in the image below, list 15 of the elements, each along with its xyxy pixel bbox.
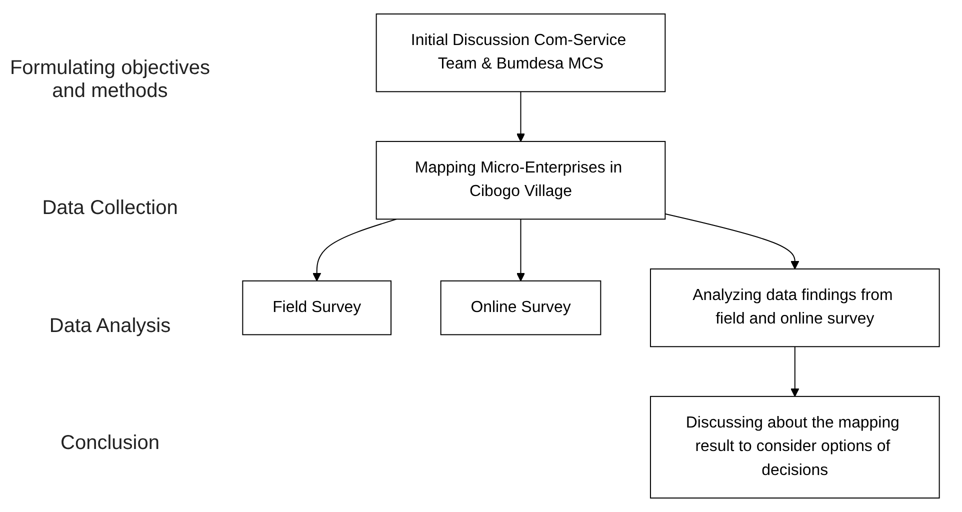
node-box: Initial Discussion Com-Service Team & Bumdesa MCS bbox=[376, 13, 666, 92]
stage-label: Conclusion bbox=[60, 432, 160, 455]
arrow bbox=[790, 346, 800, 397]
node-box: Analyzing data findings from field and online survey bbox=[650, 268, 940, 348]
node-box: Online Survey bbox=[440, 280, 602, 336]
node-box: Mapping Micro-Enterprises in Cibogo Village bbox=[376, 140, 666, 220]
arrow bbox=[516, 218, 526, 282]
arrow bbox=[312, 218, 397, 282]
stage-label: Formulating objectives and methods bbox=[8, 57, 212, 104]
node-box: Field Survey bbox=[242, 280, 392, 336]
stage-label: Data Collection bbox=[41, 197, 179, 220]
stage-label: Data Analysis bbox=[48, 314, 172, 338]
node-box: Discussing about the mapping result to consider options of decisions bbox=[650, 396, 940, 499]
arrow bbox=[516, 91, 526, 142]
arrow bbox=[664, 213, 800, 270]
